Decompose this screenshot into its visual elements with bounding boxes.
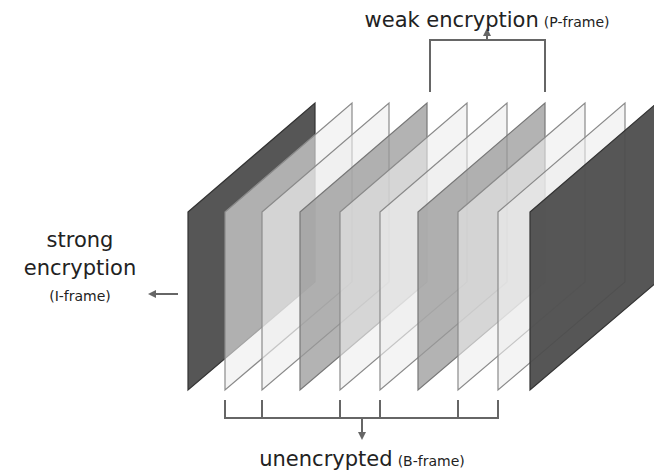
- annotation-label: (P-frame): [544, 14, 610, 30]
- label-group: unencrypted (B-frame): [259, 447, 464, 471]
- annotation-label: (B-frame): [398, 453, 465, 469]
- label-group: strong encryption(I-frame): [15, 226, 145, 310]
- bracket: [430, 32, 545, 92]
- video-frame: [530, 103, 654, 390]
- annotation-label: strong encryption: [15, 226, 145, 282]
- bracket: [224, 400, 499, 436]
- arrow: [152, 293, 178, 295]
- annotation-label: weak encryption: [365, 8, 539, 32]
- annotation-label: (I-frame): [15, 282, 145, 310]
- annotation-label: unencrypted: [259, 447, 392, 471]
- label-group: weak encryption (P-frame): [365, 8, 610, 32]
